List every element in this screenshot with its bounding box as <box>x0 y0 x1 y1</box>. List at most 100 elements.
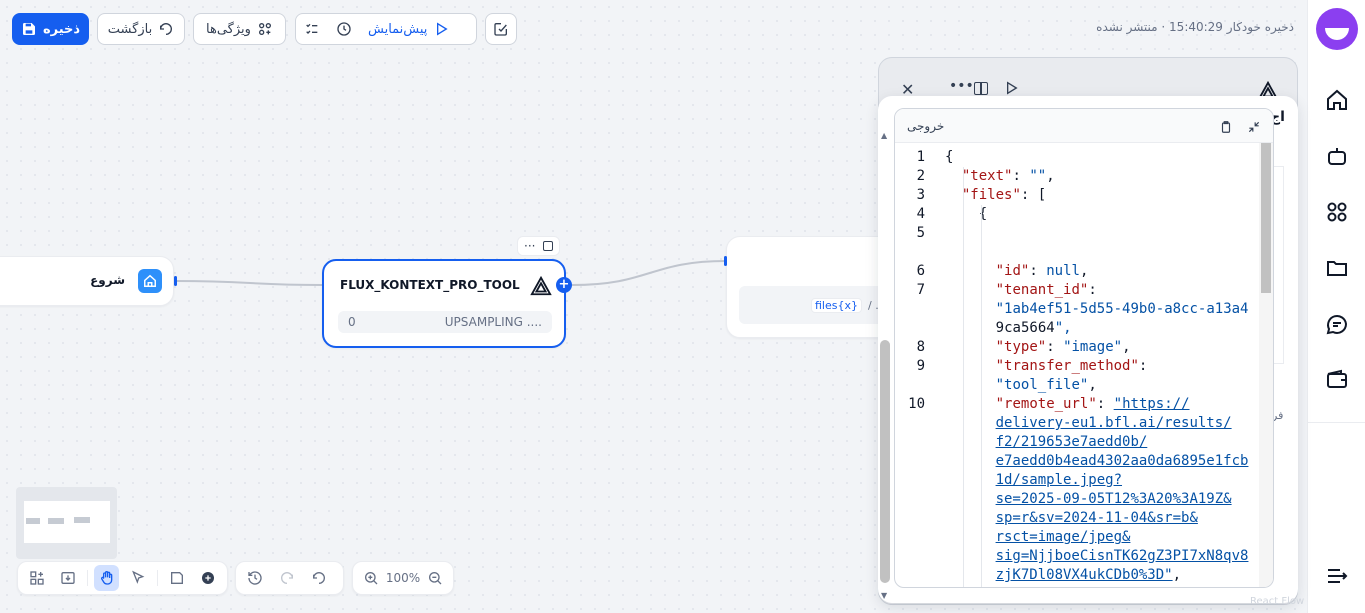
line-content: f2/219653e7aedd0b/ <box>995 434 1148 450</box>
menu-icon[interactable] <box>1322 561 1352 591</box>
line-content: e7aedd0b4ead4302aa0da6895e1fcb <box>995 453 1249 469</box>
robot-icon[interactable] <box>1322 141 1352 171</box>
line-number: 5 <box>916 225 925 241</box>
redo-icon[interactable] <box>274 565 300 591</box>
play-icon <box>437 22 449 36</box>
autosave-status: ذخیره خودکار 15:40:29 · منتشر نشده <box>1096 20 1294 34</box>
line-number: 6 <box>916 263 925 279</box>
minimap-node <box>74 517 90 523</box>
home-icon[interactable] <box>1322 85 1352 115</box>
features-icon <box>258 22 271 35</box>
chat-icon[interactable] <box>1322 309 1352 339</box>
hand-tool-icon[interactable] <box>93 565 120 591</box>
line-content: zjK7Dl08VX4ukCDb0%3D", <box>995 567 1182 583</box>
back-button[interactable]: بازگشت <box>97 13 185 45</box>
line-number: 7 <box>916 282 925 298</box>
line-number: 10 <box>908 396 925 412</box>
line-number: 8 <box>916 339 925 355</box>
minimap[interactable] <box>16 487 117 559</box>
sidebar-divider <box>1308 422 1365 423</box>
back-label: بازگشت <box>107 21 153 37</box>
avatar[interactable] <box>1316 8 1358 50</box>
tool-logo-icon <box>530 275 552 297</box>
code-scrollbar-thumb[interactable] <box>1261 143 1271 293</box>
apps-icon[interactable] <box>1322 197 1352 227</box>
features-button[interactable]: ویژگی‌ها <box>193 13 286 45</box>
line-number: 9 <box>916 358 925 374</box>
tool-node[interactable]: FLUX_KONTEXT_PRO_TOOL 0 UPSAMPLING .... <box>322 259 566 348</box>
run-step-icon[interactable] <box>1003 80 1019 100</box>
copy-icon[interactable] <box>1219 119 1233 138</box>
line-content: se=2025-09-05T12%3A20%3A19Z& <box>995 491 1232 507</box>
line-number: 2 <box>916 168 925 184</box>
add-note-icon[interactable] <box>164 565 190 591</box>
zoom-level[interactable]: 100% <box>385 571 421 585</box>
divider <box>156 570 158 586</box>
more-icon[interactable]: ••• <box>949 78 974 94</box>
square-icon[interactable] <box>543 241 554 251</box>
export-image-icon[interactable] <box>56 565 82 591</box>
divider <box>87 570 88 586</box>
var-label: files{x} <box>811 297 862 313</box>
start-output-handle[interactable] <box>174 276 177 286</box>
publish-icon <box>494 23 507 36</box>
save-label: ذخیره <box>42 21 81 37</box>
zoom-out-icon[interactable] <box>422 565 447 591</box>
home-icon <box>138 269 162 293</box>
scroll-down-arrow[interactable]: ▼ <box>881 591 888 600</box>
history-tools <box>235 561 344 595</box>
line-content: { <box>945 149 954 165</box>
param-name: UPSAMPLING .... <box>444 315 542 329</box>
preview-group: پیش‌نمایش <box>295 13 477 45</box>
save-icon <box>22 23 35 35</box>
right-sidebar <box>1307 0 1365 613</box>
publish-toggle-button[interactable] <box>485 13 517 45</box>
history-icon[interactable] <box>242 565 268 591</box>
line-content: rsct=image/jpeg& <box>995 529 1131 545</box>
line-content: "type": "image", <box>995 339 1131 355</box>
scroll-up-arrow[interactable]: ▲ <box>881 131 888 140</box>
split-view-icon[interactable] <box>974 82 988 95</box>
save-button[interactable]: ذخیره <box>12 13 89 45</box>
preview-label: پیش‌نمایش <box>368 21 428 37</box>
line-number: 4 <box>916 206 925 222</box>
zoom-in-icon[interactable] <box>359 565 384 591</box>
line-content: "id": null, <box>995 263 1089 279</box>
indent-guide <box>981 205 982 587</box>
line-content: "tenant_id": <box>995 282 1097 298</box>
run-history-button[interactable] <box>328 14 360 44</box>
react-flow-attribution: React Flow <box>1250 596 1305 607</box>
zoom-tools: 100% <box>352 561 454 595</box>
line-content: "text": "", <box>961 168 1055 184</box>
undo-icon[interactable] <box>306 565 332 591</box>
line-content: "tool_file", <box>995 377 1097 393</box>
line-content: "1ab4ef51-5d55-49b0-a8cc-a13a4 <box>995 301 1249 317</box>
output-title: خروجی <box>907 119 945 133</box>
features-label: ویژگی‌ها <box>206 21 251 37</box>
line-content: { <box>978 206 988 222</box>
checklist-button[interactable] <box>296 14 328 44</box>
panel-section-label: فر <box>1272 409 1284 422</box>
close-icon[interactable]: ✕ <box>901 80 915 99</box>
preview-button[interactable]: پیش‌نمایش <box>360 14 457 44</box>
pointer-tool-icon[interactable] <box>125 565 151 591</box>
code-scrollbar[interactable] <box>1259 143 1273 587</box>
start-node[interactable]: شروع <box>0 256 174 306</box>
line-content: sig=NjjboeCisnTK62gZ3PI7xN8qv8 <box>995 548 1249 564</box>
add-node-icon[interactable] <box>195 565 221 591</box>
output-header: خروجی <box>895 109 1273 143</box>
wallet-icon[interactable] <box>1322 365 1352 395</box>
line-content: 9ca5664", <box>995 320 1072 336</box>
panel-scrollbar[interactable] <box>880 340 890 583</box>
line-content: "transfer_method": <box>995 358 1148 374</box>
more-icon[interactable]: ··· <box>524 239 536 253</box>
checklist-icon <box>306 23 318 34</box>
folder-icon[interactable] <box>1322 253 1352 283</box>
tool-node-param: 0 UPSAMPLING .... <box>338 311 552 333</box>
next-input-handle[interactable] <box>724 256 727 266</box>
connections <box>175 260 727 286</box>
add-block-icon[interactable] <box>24 565 50 591</box>
collapse-icon[interactable] <box>1247 119 1261 138</box>
add-next-node-button[interactable]: + <box>556 277 572 293</box>
